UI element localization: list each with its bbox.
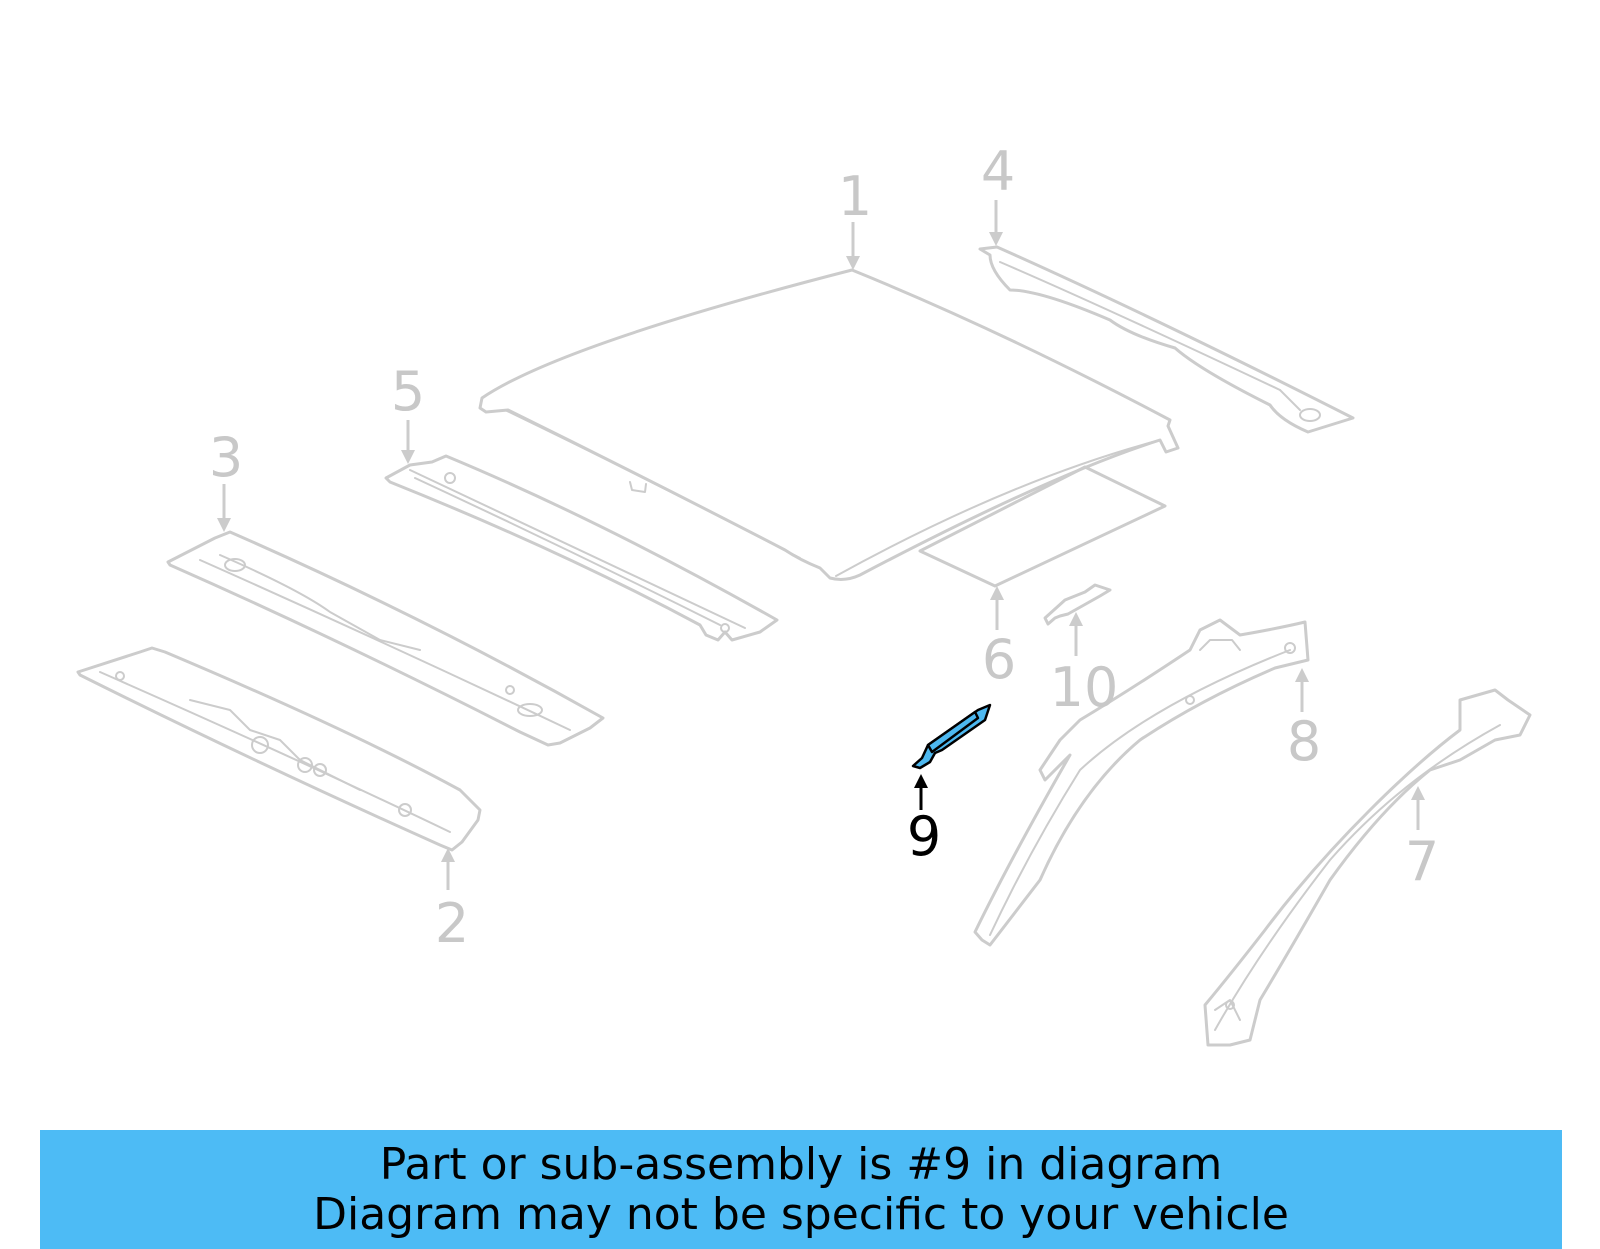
callout-label-8: 8 xyxy=(1287,710,1321,773)
callout-3[interactable]: 3 xyxy=(209,426,243,532)
part-1-roof-panel[interactable] xyxy=(478,268,1180,581)
callout-label-7: 7 xyxy=(1405,830,1439,893)
part-6-roof-pad[interactable] xyxy=(918,465,1167,588)
callout-label-2: 2 xyxy=(435,892,469,955)
callout-8[interactable]: 8 xyxy=(1287,668,1321,773)
callout-label-6: 6 xyxy=(982,628,1016,691)
banner-line-2: Diagram may not be specific to your vehi… xyxy=(313,1188,1289,1240)
part-8-inner-side-rail[interactable] xyxy=(973,618,1310,947)
info-banner: Part or sub-assembly is #9 in diagram Di… xyxy=(40,1130,1562,1249)
part-9-highlighted-bracket[interactable] xyxy=(911,703,992,770)
part-5-front-header[interactable] xyxy=(384,454,779,642)
part-3-roof-bow[interactable] xyxy=(166,530,605,747)
callout-5[interactable]: 5 xyxy=(391,360,425,464)
part-2-front-bow[interactable] xyxy=(76,646,482,852)
callout-label-1: 1 xyxy=(838,165,872,228)
callout-7[interactable]: 7 xyxy=(1405,786,1439,893)
callout-label-9: 9 xyxy=(907,805,941,868)
callout-1[interactable]: 1 xyxy=(838,165,872,270)
callout-label-4: 4 xyxy=(981,140,1015,203)
callout-label-3: 3 xyxy=(209,426,243,489)
callout-4[interactable]: 4 xyxy=(981,140,1015,246)
part-10-bracket[interactable] xyxy=(1043,583,1112,626)
callout-6[interactable]: 6 xyxy=(982,586,1016,691)
banner-line-1: Part or sub-assembly is #9 in diagram xyxy=(379,1138,1223,1190)
part-7-outer-side-rail[interactable] xyxy=(1203,688,1532,1047)
callout-label-10: 10 xyxy=(1050,656,1119,719)
callout-2[interactable]: 2 xyxy=(435,848,469,955)
callout-9[interactable]: 9 xyxy=(907,774,941,868)
callout-label-5: 5 xyxy=(391,360,425,423)
callout-10[interactable]: 10 xyxy=(1050,612,1119,719)
part-4-rear-header[interactable] xyxy=(978,245,1355,434)
